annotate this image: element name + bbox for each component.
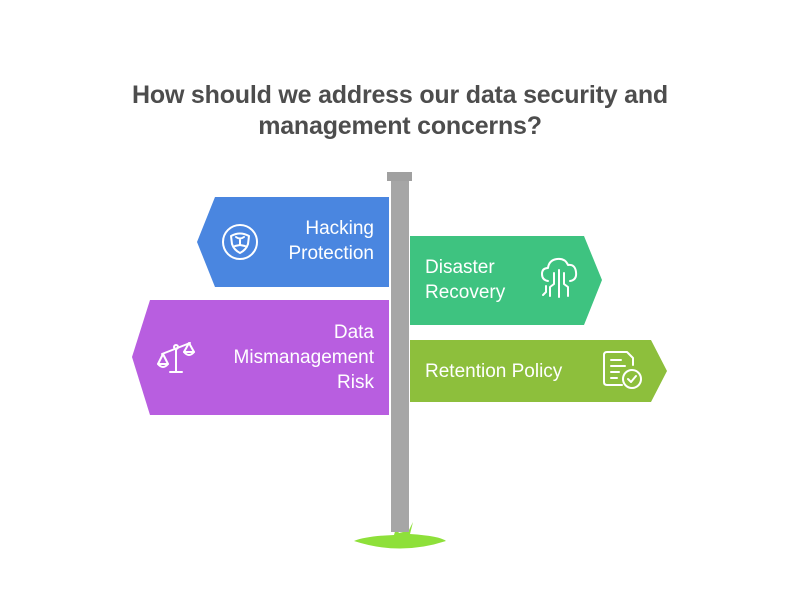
document-check-icon (603, 351, 642, 389)
signpost-pole (391, 180, 409, 532)
scales-icon (157, 342, 195, 373)
cloud-network-icon (541, 257, 578, 298)
label-data-mismanagement-risk: Data Mismanagement Risk (233, 322, 374, 393)
title-line-2: management concerns? (258, 112, 542, 140)
sign-disaster-recovery (410, 236, 602, 325)
sign-data-mismanagement-risk (132, 300, 389, 415)
sign-hacking-protection (197, 197, 389, 287)
signpost-pole-cap (387, 172, 412, 181)
grass-base (354, 519, 446, 549)
label-retention-policy: Retention Policy (425, 361, 563, 382)
label-hacking-protection: Hacking Protection (288, 218, 374, 264)
diagram-title: How should we address our data security … (0, 80, 800, 142)
shield-icon (222, 224, 258, 260)
title-line-1: How should we address our data security … (132, 81, 668, 109)
sign-retention-policy (410, 340, 667, 402)
label-disaster-recovery: Disaster Recovery (425, 257, 506, 303)
